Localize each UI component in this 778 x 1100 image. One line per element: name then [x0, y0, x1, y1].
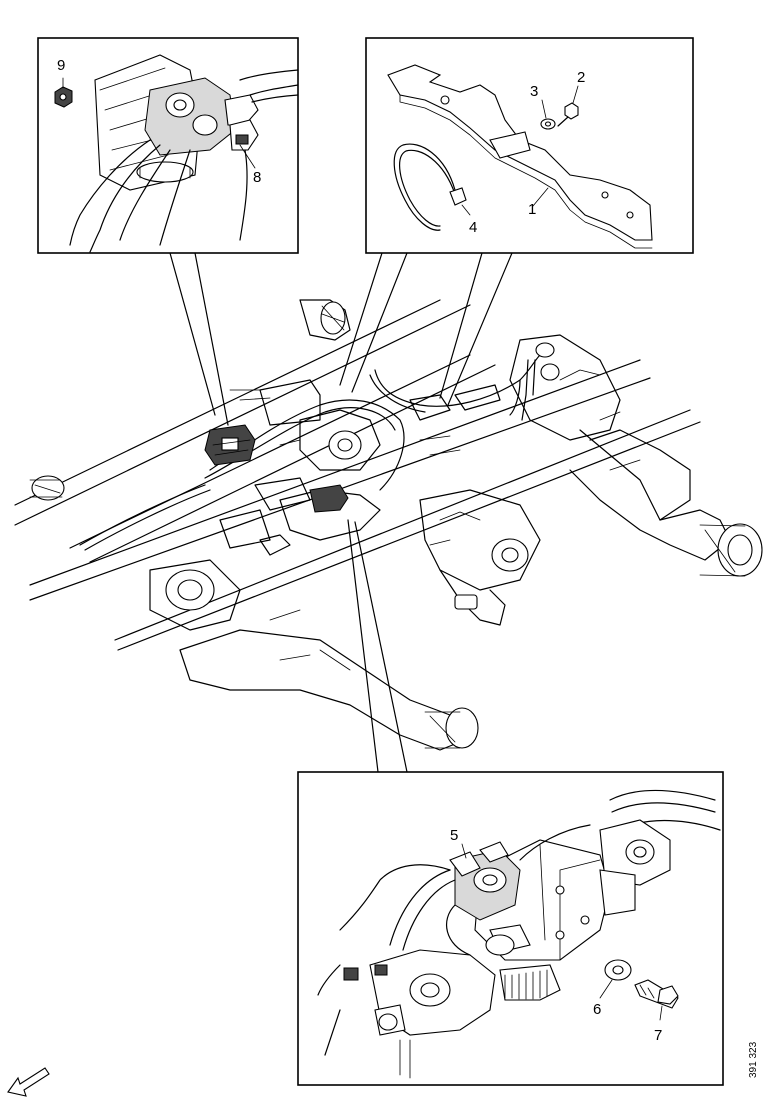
callout-7: 7 — [654, 1027, 662, 1044]
callout-5: 5 — [450, 827, 458, 844]
callout-3: 3 — [530, 83, 538, 100]
callout-6: 6 — [593, 1001, 601, 1018]
callout-9: 9 — [57, 57, 65, 74]
inset-panel-bracket — [365, 37, 694, 254]
arrow-forward-icon — [7, 1067, 50, 1097]
chassis-frame-view — [14, 299, 763, 751]
inset-panel-valve-bottom — [297, 771, 724, 1086]
reference-code: 391 323 — [748, 1041, 759, 1079]
callout-labels: 1 2 3 4 5 6 7 8 9 — [57, 57, 662, 1044]
callout-8: 8 — [253, 169, 261, 186]
callout-4: 4 — [469, 219, 477, 236]
callout-1: 1 — [528, 201, 536, 218]
inset-panel-valve-left — [37, 37, 299, 254]
leader-lines — [169, 252, 513, 773]
callout-2: 2 — [577, 69, 585, 86]
